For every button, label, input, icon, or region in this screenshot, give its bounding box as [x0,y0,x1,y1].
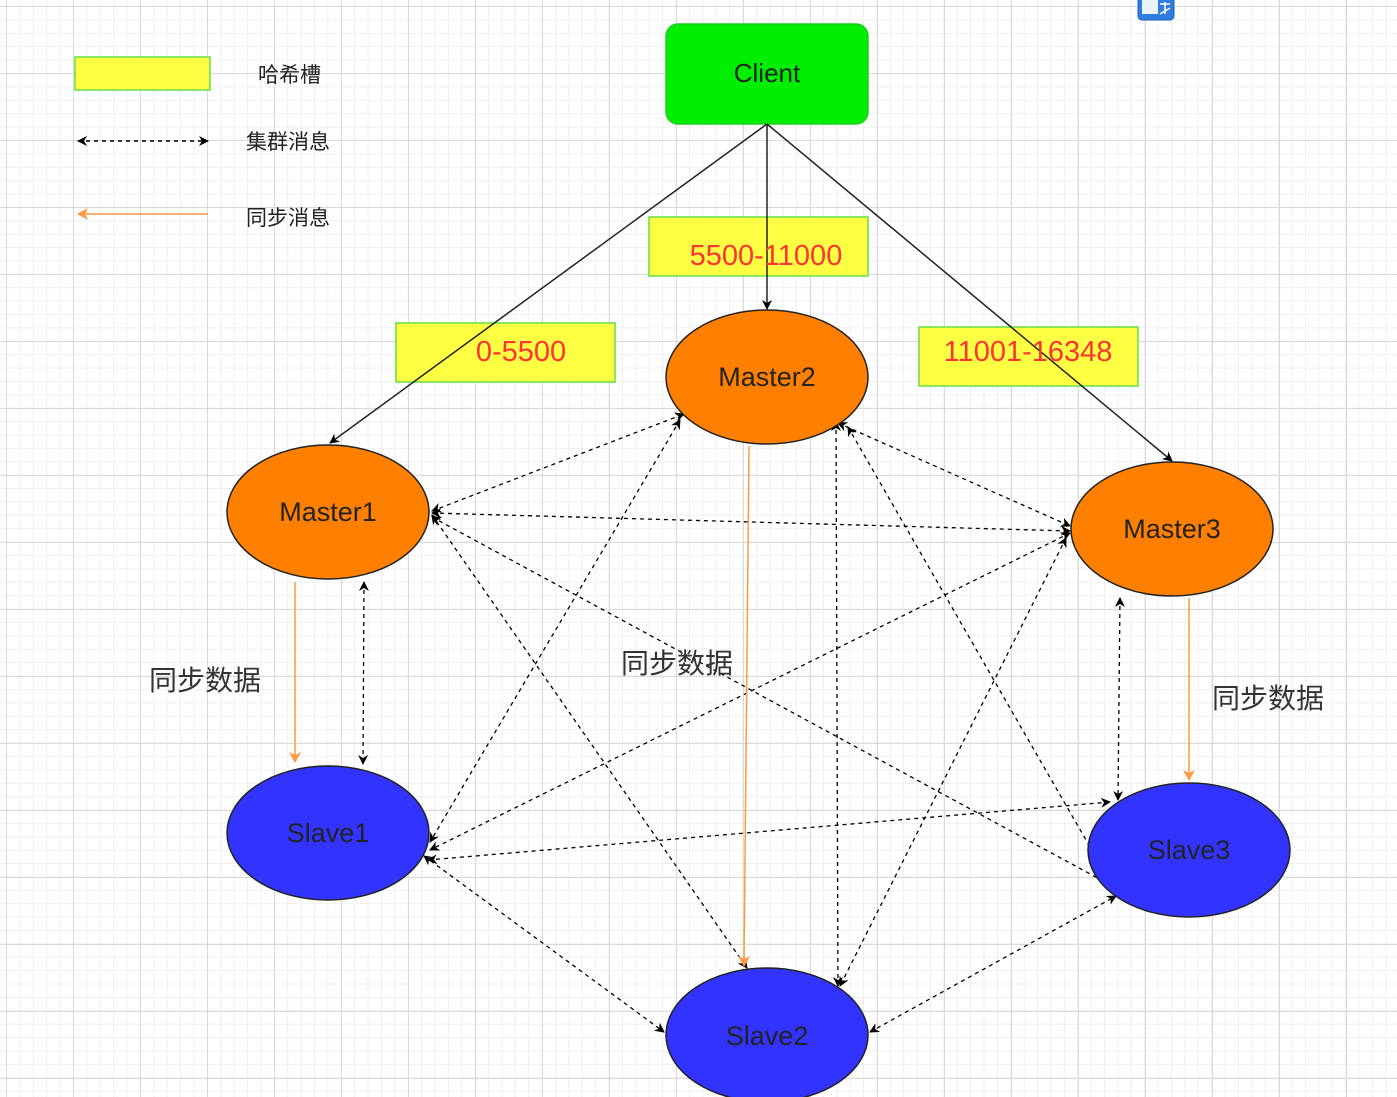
slave2-label: Slave2 [726,1021,809,1051]
cluster-message-links [358,412,1125,1033]
link-master3-slave2 [839,537,1067,987]
master3-node [1070,461,1274,597]
master1-label: Master1 [279,497,377,527]
link-slave2-slave3 [869,895,1117,1033]
translate-icon[interactable] [1137,0,1175,21]
slot-box-1 [395,322,616,383]
legend-hash-slot-label: 哈希槽 [258,63,321,87]
sync-label-center: 同步数据 [621,647,733,680]
link-slave1-slave2 [423,855,665,1033]
link-master2-slave2 [831,421,843,987]
slave1-node [226,765,430,901]
client-to-master3-arrow [766,123,1173,462]
client-to-master1-arrow [329,123,768,444]
master3-label: Master3 [1123,514,1221,544]
link-master1-slave2 [431,514,748,969]
master1-node [226,444,430,580]
sync-label-left: 同步数据 [149,664,261,697]
link-master1-master2 [431,412,685,513]
slot-range-3: 11001-16348 [944,336,1113,368]
link-master2-master3 [837,422,1071,527]
slot-box-2 [648,216,869,277]
sync-master2-to-slave2-arrow [738,445,751,967]
slave3-label: Slave3 [1148,835,1231,865]
link-master3-slave1 [429,532,1071,851]
slave3-node [1087,782,1291,918]
slot-range-2: 5500-11000 [690,240,843,272]
master2-label: Master2 [718,362,816,392]
link-master1-slave3 [431,516,1117,889]
link-master3-slave3 [1113,597,1125,801]
legend-cluster-msg-label: 集群消息 [246,130,330,154]
slot-range-1: 0-5500 [476,336,566,368]
legend-sync-msg-label: 同步消息 [246,206,330,230]
link-master2-slave3 [847,426,1117,893]
slave2-node [665,967,869,1097]
master2-node [665,309,869,445]
link-master1-master3 [431,508,1071,536]
slave1-label: Slave1 [287,818,370,848]
sync-label-right: 同步数据 [1212,682,1324,715]
link-master2-slave1 [429,419,681,843]
link-master1-slave1 [358,581,369,765]
client-label: Client [734,58,801,88]
link-slave1-slave3 [427,797,1111,865]
legend-hash-slot-swatch [74,56,211,91]
slot-box-3 [918,326,1139,387]
